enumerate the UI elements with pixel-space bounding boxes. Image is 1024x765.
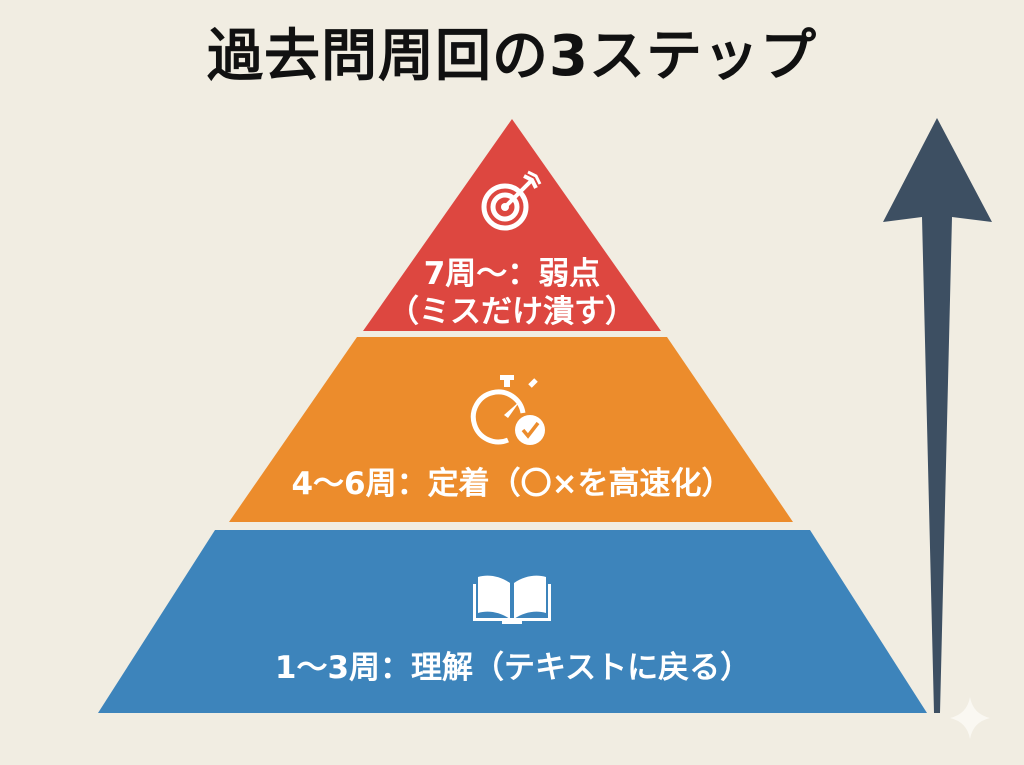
open-book-icon [473,575,551,624]
tier-middle-label: 4〜6周：定着（〇×を高速化） [291,466,733,502]
sparkle-icon [950,697,990,739]
tier-top-label-line1: 7周〜：弱点 [423,256,601,292]
up-arrow-icon [883,118,992,713]
tier-top-label: 7周〜：弱点 （ミスだけ潰す） [362,255,662,331]
tier-bottom-label: 1〜3周：理解（テキストに戻る） [274,650,752,686]
page-title: 過去問周回の3ステップ [207,24,817,89]
target-icon [481,170,542,231]
stopwatch-check-icon [470,375,545,445]
tier-top-label-line2: （ミスだけ潰す） [388,294,636,330]
tier-middle-shape [229,337,793,522]
